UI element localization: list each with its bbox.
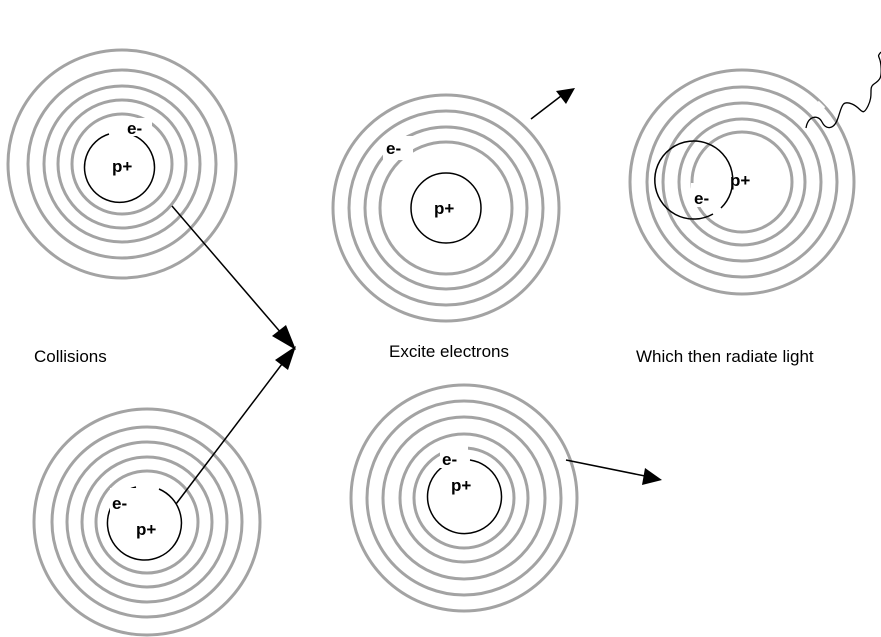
nucleus-orbit (426, 459, 503, 535)
proton-label: p+ (112, 157, 132, 176)
proton-label: p+ (434, 199, 454, 218)
arrow-bottom-middle-out (565, 459, 662, 485)
photon-wave (805, 51, 881, 129)
electron-label: e- (127, 119, 142, 138)
electron-label: e- (112, 494, 127, 513)
proton-label: p+ (136, 520, 156, 539)
atom-bottom-middle: p+ e- (349, 383, 579, 613)
caption-collisions: Collisions (34, 347, 107, 366)
proton-label: p+ (730, 171, 750, 190)
electron-label: e- (442, 450, 457, 469)
nucleus-orbit (654, 140, 734, 220)
atom-bottom-left: p+ e- (32, 407, 262, 637)
nucleus-orbit (83, 133, 156, 204)
arrow-collision-bottom (175, 346, 296, 505)
electron-label: e- (386, 139, 401, 158)
caption-radiate: Which then radiate light (636, 347, 814, 366)
atom-top-right: p+ e- (628, 51, 881, 296)
caption-excite: Excite electrons (389, 342, 509, 361)
proton-label: p+ (451, 476, 471, 495)
arrow-excited-out (530, 88, 575, 120)
arrow-collision-top (171, 205, 296, 350)
atom-top-left: p+ e- (6, 48, 238, 280)
nucleus (410, 172, 482, 244)
atom-top-middle: p+ e- (331, 93, 561, 323)
electron-label: e- (694, 189, 709, 208)
